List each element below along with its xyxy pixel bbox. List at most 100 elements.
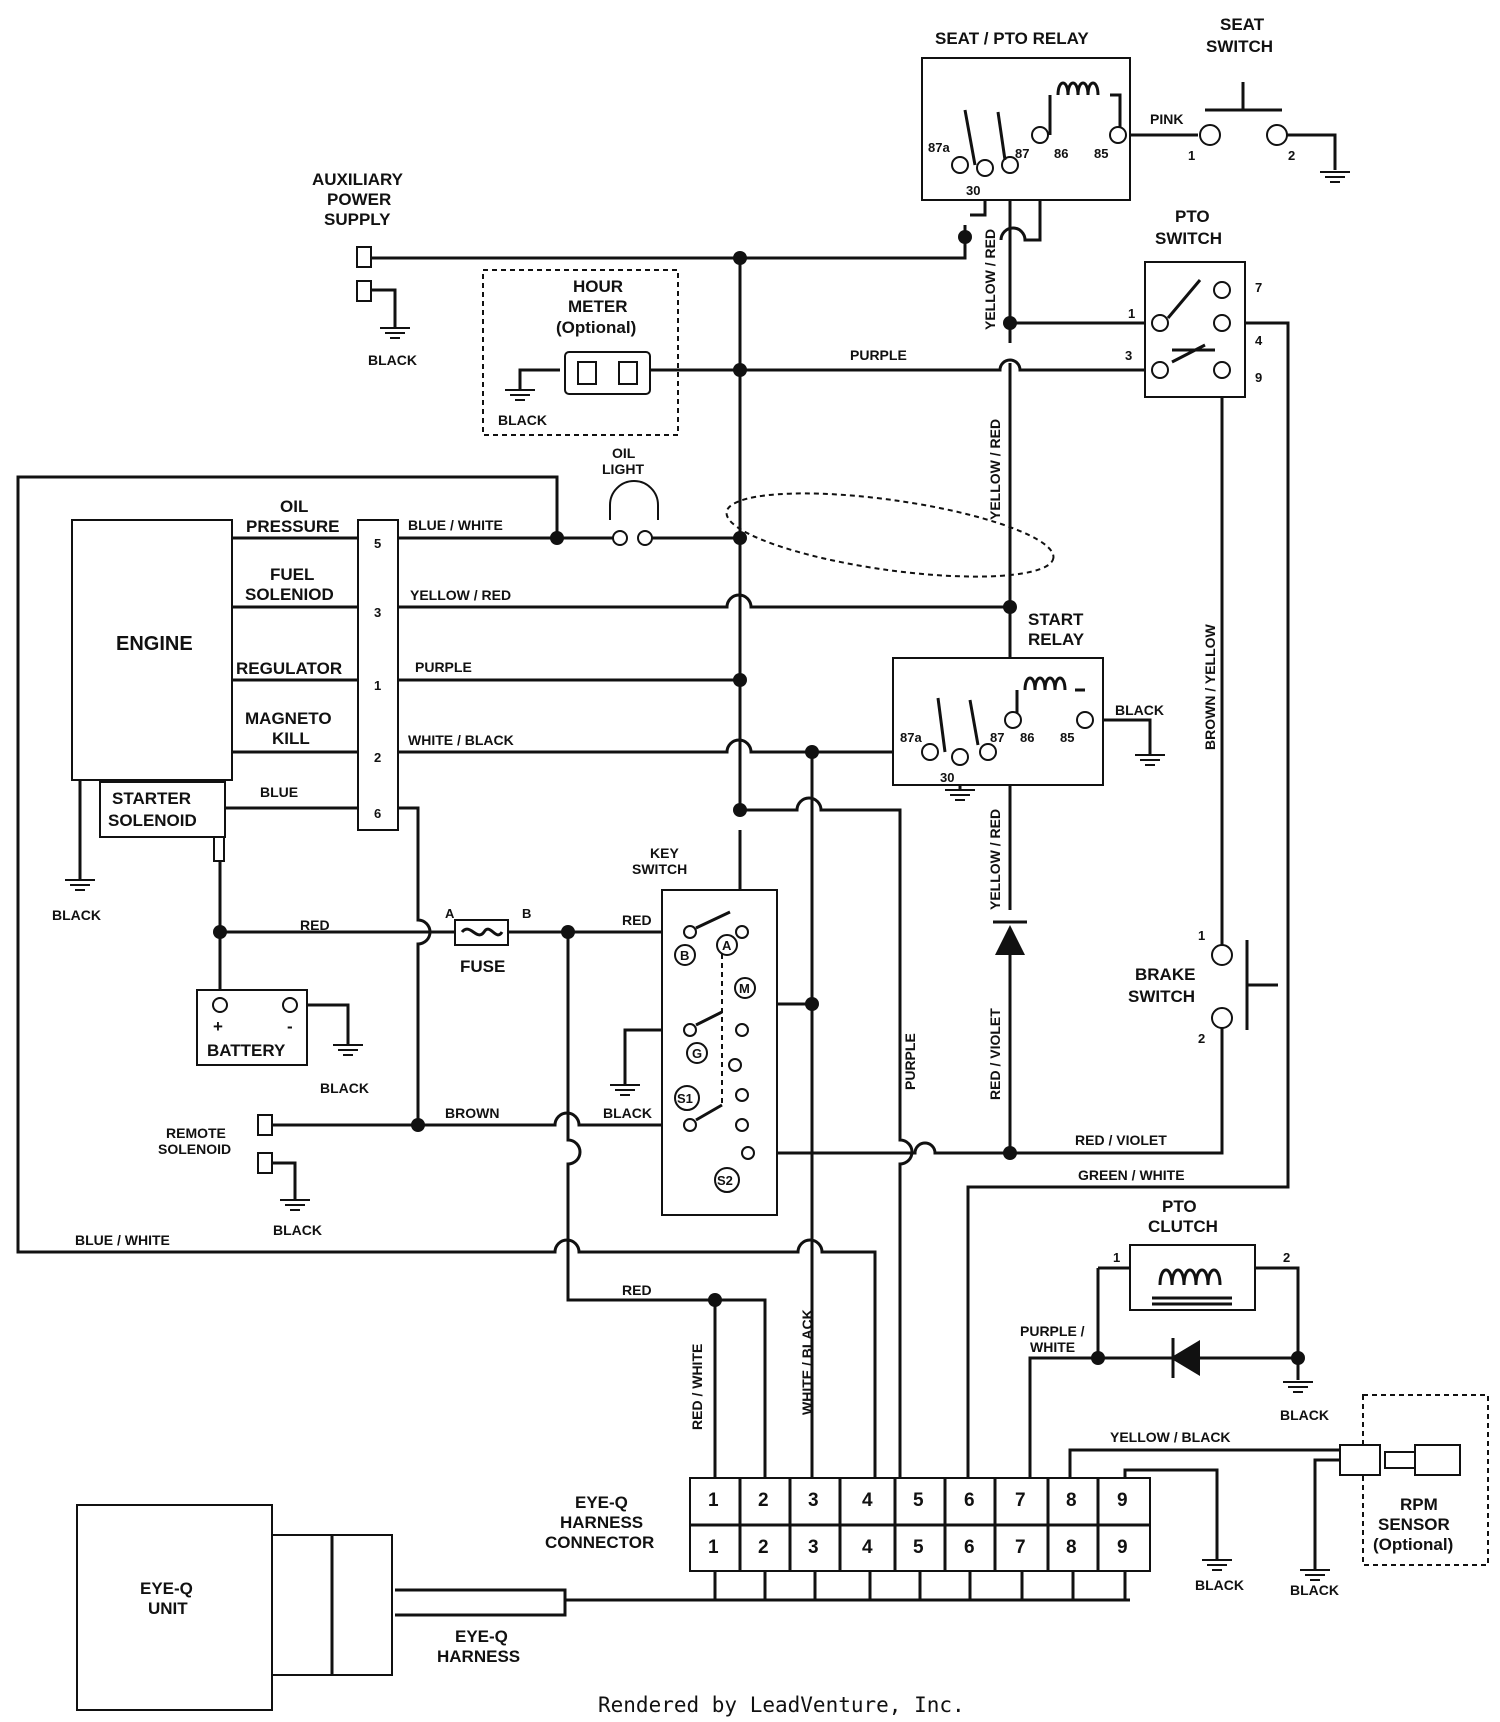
svg-text:+: + bbox=[213, 1017, 223, 1036]
svg-text:RPM: RPM bbox=[1400, 1495, 1438, 1514]
svg-text:METER: METER bbox=[568, 297, 628, 316]
svg-text:BLUE: BLUE bbox=[260, 784, 298, 800]
pto-clutch-pin1-wire bbox=[1096, 1266, 1130, 1355]
svg-text:85: 85 bbox=[1094, 146, 1108, 161]
seat-switch: SEAT SWITCH 1 2 PINK bbox=[1150, 15, 1295, 163]
seat-pto-relay-title: SEAT / PTO RELAY bbox=[935, 29, 1089, 48]
svg-text:EYE-Q: EYE-Q bbox=[575, 1493, 628, 1512]
eyeq-unit: EYE-Q UNIT EYE-Q HARNESS bbox=[76, 1504, 520, 1711]
svg-text:STARTER: STARTER bbox=[112, 789, 191, 808]
svg-text:AUXILIARY: AUXILIARY bbox=[312, 170, 404, 189]
oil-light-bulb bbox=[609, 480, 659, 520]
svg-text:FUSE: FUSE bbox=[460, 957, 505, 976]
svg-text:PURPLE /: PURPLE / bbox=[1020, 1323, 1085, 1339]
svg-text:6: 6 bbox=[964, 1537, 975, 1558]
key-s2-wire bbox=[748, 1141, 1010, 1155]
svg-text:WHITE: WHITE bbox=[1030, 1339, 1075, 1355]
svg-text:PTO: PTO bbox=[1162, 1197, 1197, 1216]
svg-text:SWITCH: SWITCH bbox=[632, 861, 687, 877]
svg-text:87: 87 bbox=[1015, 146, 1029, 161]
svg-text:86: 86 bbox=[1020, 730, 1034, 745]
svg-text:BLUE / WHITE: BLUE / WHITE bbox=[408, 517, 503, 533]
seat-switch-ground-wire bbox=[1287, 133, 1337, 170]
svg-text:FUEL: FUEL bbox=[270, 565, 314, 584]
svg-text:HOUR: HOUR bbox=[573, 277, 623, 296]
svg-text:87a: 87a bbox=[900, 730, 922, 745]
rpm-ground-wire bbox=[1313, 1458, 1345, 1570]
seat-pto-relay-box bbox=[921, 57, 1131, 201]
engine-terminal-wires bbox=[232, 536, 360, 754]
svg-text:POWER: POWER bbox=[327, 190, 391, 209]
brown-yellow-label: BROWN / YELLOW bbox=[1202, 623, 1218, 750]
purple-white-wire bbox=[1028, 1356, 1098, 1480]
svg-text:BLACK: BLACK bbox=[1280, 1407, 1329, 1423]
svg-text:M: M bbox=[739, 981, 750, 996]
svg-text:MAGNETO: MAGNETO bbox=[245, 709, 332, 728]
pto-switch: PTO SWITCH 1 3 7 4 9 bbox=[1125, 207, 1263, 398]
pin6-brown-wire bbox=[398, 806, 432, 1125]
svg-text:BLACK: BLACK bbox=[603, 1105, 652, 1121]
svg-text:1: 1 bbox=[708, 1537, 719, 1558]
svg-text:BLACK: BLACK bbox=[1115, 702, 1164, 718]
svg-text:SOLENOID: SOLENOID bbox=[108, 811, 197, 830]
svg-text:OIL: OIL bbox=[612, 445, 636, 461]
brake-switch-actuator bbox=[1245, 940, 1278, 1030]
remote-ground-wire bbox=[270, 1161, 297, 1200]
svg-text:S2: S2 bbox=[717, 1173, 733, 1188]
red-down-wire bbox=[566, 932, 767, 1480]
svg-text:8: 8 bbox=[1066, 1490, 1077, 1511]
rpm-sensor: RPM SENSOR (Optional) BLACK BLACK bbox=[1195, 1394, 1489, 1598]
key-switch: KEY SWITCH B A M G S1 S2 BLACK bbox=[603, 845, 778, 1216]
svg-text:2: 2 bbox=[758, 1490, 769, 1511]
yellow-red-label-low: YELLOW / RED bbox=[987, 809, 1003, 910]
svg-text:SENSOR: SENSOR bbox=[1378, 1515, 1450, 1534]
svg-text:B: B bbox=[522, 906, 531, 921]
svg-text:SWITCH: SWITCH bbox=[1128, 987, 1195, 1006]
start-relay: START RELAY 87a 30 87 86 85 BLACK bbox=[892, 610, 1164, 786]
oil-light: OIL LIGHT bbox=[602, 445, 659, 546]
svg-text:2: 2 bbox=[758, 1537, 769, 1558]
svg-text:87a: 87a bbox=[928, 140, 950, 155]
svg-text:BLACK: BLACK bbox=[1195, 1577, 1244, 1593]
svg-text:BRAKE: BRAKE bbox=[1135, 965, 1195, 984]
connector9-ground-wire bbox=[1123, 1468, 1219, 1560]
seat-pto-relay: SEAT / PTO RELAY 87a 30 87 86 85 bbox=[921, 29, 1131, 201]
svg-text:9: 9 bbox=[1117, 1490, 1128, 1511]
engine-box bbox=[71, 519, 233, 781]
svg-text:1: 1 bbox=[374, 678, 381, 693]
svg-text:BLUE / WHITE: BLUE / WHITE bbox=[75, 1232, 170, 1248]
yellow-black-wire bbox=[1068, 1448, 1345, 1480]
svg-text:PURPLE: PURPLE bbox=[850, 347, 907, 363]
svg-text:RED: RED bbox=[622, 912, 652, 928]
aux-power-wire bbox=[372, 225, 967, 260]
svg-text:1: 1 bbox=[1128, 306, 1135, 321]
svg-text:HARNESS: HARNESS bbox=[560, 1513, 643, 1532]
svg-text:7: 7 bbox=[1255, 280, 1262, 295]
svg-text:WHITE / BLACK: WHITE / BLACK bbox=[408, 732, 514, 748]
red-violet-wire bbox=[1010, 1025, 1224, 1155]
purple-label-vertical: PURPLE bbox=[902, 1033, 918, 1090]
svg-text:START: START bbox=[1028, 610, 1084, 629]
svg-text:PTO: PTO bbox=[1175, 207, 1210, 226]
white-black-label-vertical: WHITE / BLACK bbox=[799, 1309, 815, 1415]
white-black-wire bbox=[398, 738, 814, 1480]
aux-ground-wire bbox=[372, 288, 397, 328]
svg-text:1: 1 bbox=[708, 1490, 719, 1511]
blue-white-outer-wire bbox=[16, 475, 877, 1480]
red-violet-label-vertical: RED / VIOLET bbox=[987, 1008, 1003, 1100]
svg-text:5: 5 bbox=[913, 1490, 924, 1511]
red-white-label: RED / WHITE bbox=[689, 1344, 705, 1430]
svg-text:REGULATOR: REGULATOR bbox=[236, 659, 342, 678]
eyeq-harness-cable bbox=[395, 1588, 567, 1617]
hour-meter-ground-wire bbox=[518, 368, 560, 390]
svg-text:2: 2 bbox=[1198, 1031, 1205, 1046]
pto-clutch-pin2-wire bbox=[1255, 1266, 1300, 1380]
svg-text:KILL: KILL bbox=[272, 729, 310, 748]
junction-dots bbox=[213, 230, 1305, 1365]
svg-text:EYE-Q: EYE-Q bbox=[140, 1579, 193, 1598]
seat-pto-relay-contacts bbox=[963, 109, 1007, 166]
fuse: FUSE A B RED bbox=[445, 906, 652, 976]
eyeq-harness-connector: EYE-Q HARNESS CONNECTOR 1 2 3 4 5 6 7 8 … bbox=[545, 1477, 1151, 1572]
aux-power-supply: AUXILIARY POWER SUPPLY BLACK bbox=[312, 170, 417, 368]
